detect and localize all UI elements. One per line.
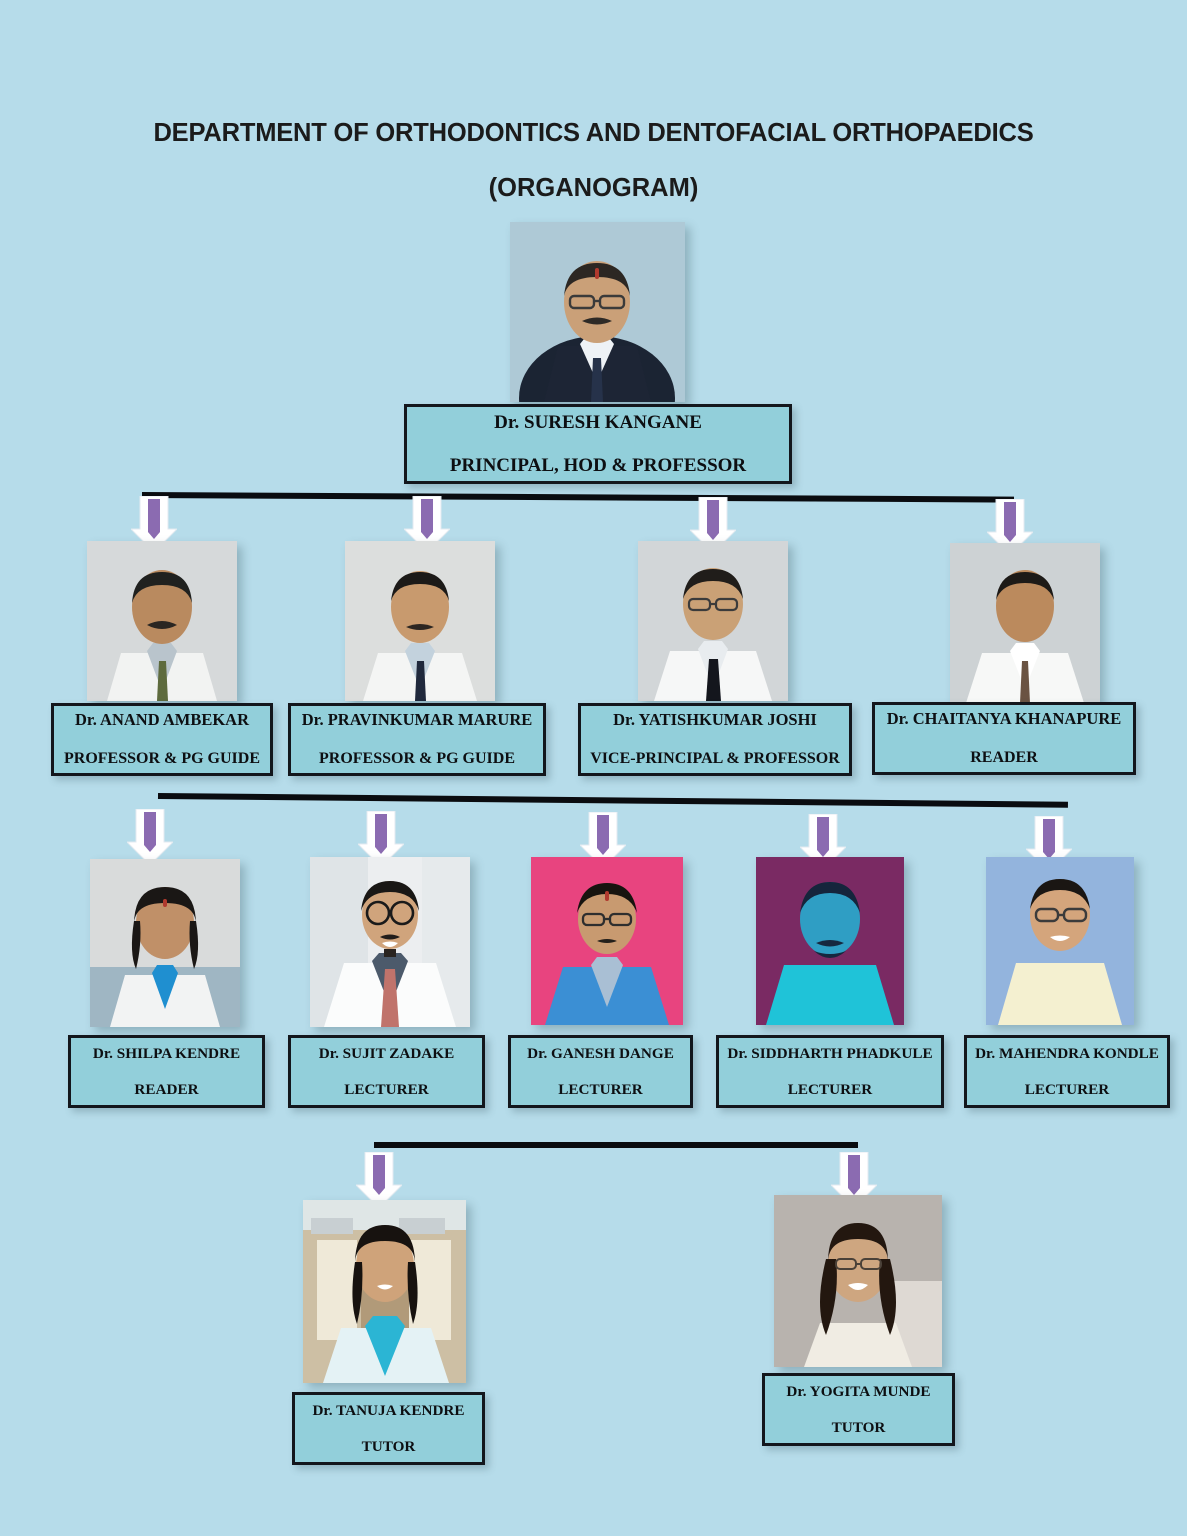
node-tanuja-kendre[interactable]: Dr. TANUJA KENDRE TUTOR bbox=[292, 1392, 485, 1465]
page-title: DEPARTMENT OF ORTHODONTICS AND DENTOFACI… bbox=[0, 116, 1187, 205]
node-role: PRINCIPAL, HOD & PROFESSOR bbox=[449, 455, 747, 476]
arrow-down-icon bbox=[127, 809, 173, 865]
node-mahendra-kondle[interactable]: Dr. MAHENDRA KONDLE LECTURER bbox=[964, 1035, 1170, 1108]
arrow-down-icon bbox=[690, 497, 736, 553]
arrow-down-icon bbox=[580, 812, 626, 868]
photo-siddharth-phadkule bbox=[756, 857, 904, 1025]
node-name: Dr. YATISHKUMAR JOSHI bbox=[613, 710, 817, 730]
node-role: PROFESSOR & PG GUIDE bbox=[63, 749, 260, 767]
node-pravinkumar-marure[interactable]: Dr. PRAVINKUMAR MARURE PROFESSOR & PG GU… bbox=[288, 703, 546, 776]
photo-suresh-kangane bbox=[510, 222, 685, 402]
photo-shilpa-kendre bbox=[90, 859, 240, 1027]
node-name: Dr. MAHENDRA KONDLE bbox=[975, 1045, 1159, 1063]
arrow-down-icon bbox=[800, 814, 846, 870]
node-name: Dr. YOGITA MUNDE bbox=[786, 1383, 931, 1401]
arrow-down-icon bbox=[131, 496, 177, 552]
photo-chaitanya-khanapure bbox=[950, 543, 1100, 703]
node-role: READER bbox=[970, 748, 1038, 766]
node-name: Dr. GANESH DANGE bbox=[527, 1045, 674, 1063]
connector-line-level2-level3 bbox=[157, 793, 1068, 808]
node-yogita-munde[interactable]: Dr. YOGITA MUNDE TUTOR bbox=[762, 1373, 955, 1446]
photo-tanuja-kendre bbox=[303, 1200, 466, 1383]
node-anand-ambekar[interactable]: Dr. ANAND AMBEKAR PROFESSOR & PG GUIDE bbox=[51, 703, 273, 776]
arrow-down-icon bbox=[404, 496, 450, 552]
photo-ganesh-dange bbox=[531, 857, 683, 1025]
node-name: Dr. SIDDHARTH PHADKULE bbox=[727, 1045, 933, 1063]
node-role: LECTURER bbox=[558, 1080, 643, 1098]
node-ganesh-dange[interactable]: Dr. GANESH DANGE LECTURER bbox=[508, 1035, 693, 1108]
node-role: LECTURER bbox=[344, 1080, 429, 1098]
node-role: TUTOR bbox=[361, 1437, 416, 1455]
node-role: PROFESSOR & PG GUIDE bbox=[318, 749, 515, 767]
photo-mahendra-kondle bbox=[986, 857, 1134, 1025]
node-name: Dr. PRAVINKUMAR MARURE bbox=[301, 710, 533, 730]
node-role: VICE-PRINCIPAL & PROFESSOR bbox=[590, 749, 840, 767]
page-title-line-1: DEPARTMENT OF ORTHODONTICS AND DENTOFACI… bbox=[153, 119, 1034, 147]
photo-pravinkumar-marure bbox=[345, 541, 495, 701]
node-yatishkumar-joshi[interactable]: Dr. YATISHKUMAR JOSHI VICE-PRINCIPAL & P… bbox=[578, 703, 852, 776]
node-sujit-zadake[interactable]: Dr. SUJIT ZADAKE LECTURER bbox=[288, 1035, 485, 1108]
photo-yatishkumar-joshi bbox=[638, 541, 788, 701]
node-name: Dr. CHAITANYA KHANAPURE bbox=[886, 709, 1122, 729]
connector-line-level1-level2 bbox=[141, 492, 1015, 503]
page-title-line-2: (ORGANOGRAM) bbox=[488, 174, 699, 202]
node-siddharth-phadkule[interactable]: Dr. SIDDHARTH PHADKULE LECTURER bbox=[716, 1035, 944, 1108]
node-suresh-kangane[interactable]: Dr. SURESH KANGANE PRINCIPAL, HOD & PROF… bbox=[404, 404, 792, 484]
node-role: READER bbox=[134, 1080, 199, 1098]
node-name: Dr. TANUJA KENDRE bbox=[312, 1402, 465, 1420]
photo-yogita-munde bbox=[774, 1195, 942, 1367]
arrow-down-icon bbox=[356, 1152, 402, 1208]
arrow-down-icon bbox=[987, 499, 1033, 555]
node-shilpa-kendre[interactable]: Dr. SHILPA KENDRE READER bbox=[68, 1035, 265, 1108]
node-role: TUTOR bbox=[831, 1418, 886, 1436]
node-role: LECTURER bbox=[787, 1080, 873, 1098]
connector-line-level3-level4 bbox=[374, 1142, 858, 1148]
node-name: Dr. ANAND AMBEKAR bbox=[74, 710, 250, 730]
photo-sujit-zadake bbox=[310, 857, 470, 1027]
node-name: Dr. SUJIT ZADAKE bbox=[318, 1045, 455, 1063]
node-chaitanya-khanapure[interactable]: Dr. CHAITANYA KHANAPURE READER bbox=[872, 702, 1136, 775]
node-name: Dr. SHILPA KENDRE bbox=[92, 1045, 241, 1063]
arrow-down-icon bbox=[358, 811, 404, 867]
photo-anand-ambekar bbox=[87, 541, 237, 701]
node-name: Dr. SURESH KANGANE bbox=[494, 412, 702, 433]
node-role: LECTURER bbox=[1024, 1080, 1110, 1098]
